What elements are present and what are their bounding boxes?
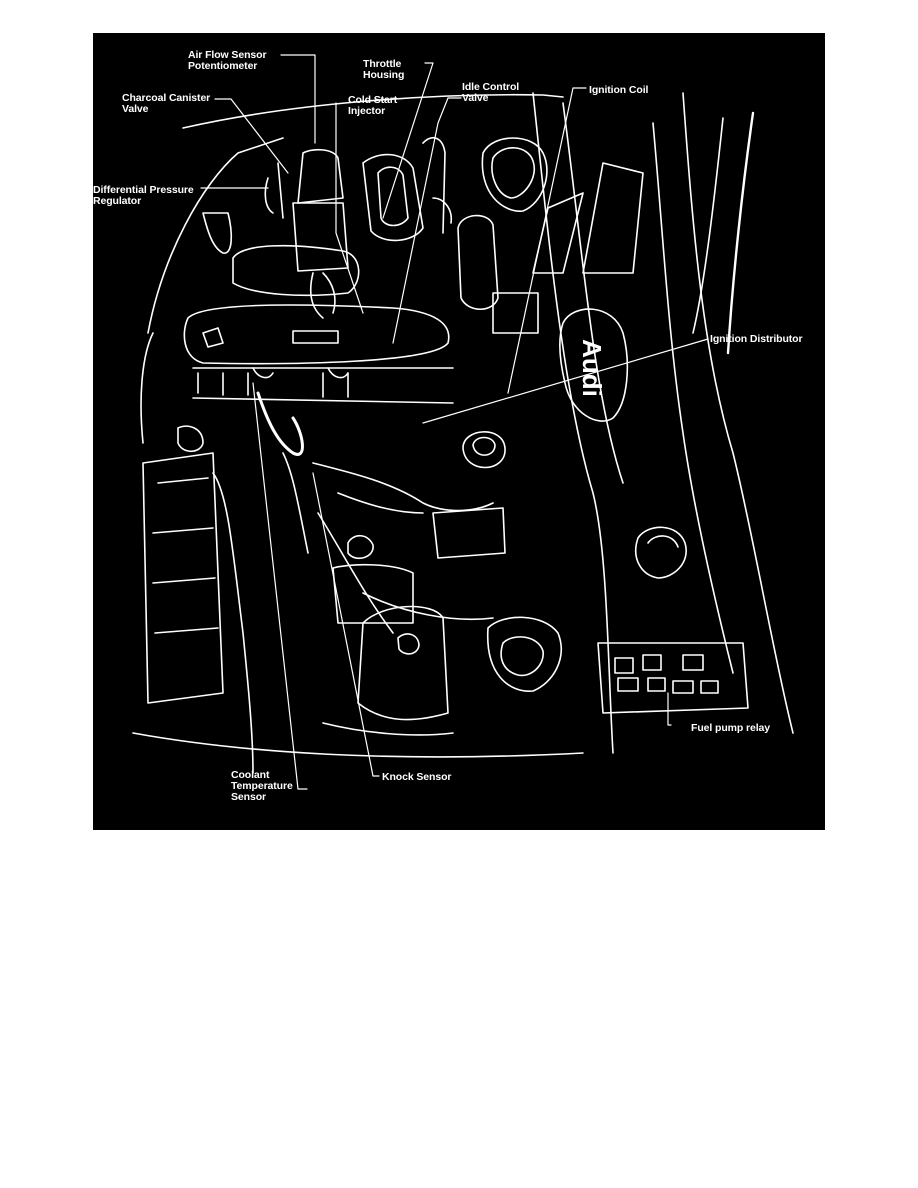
engine-compartment-diagram: Audi <box>93 33 825 830</box>
reservoir-cap <box>481 137 548 212</box>
hood-outline <box>182 93 564 129</box>
label-coolant-temperature-sensor: Coolant Temperature Sensor <box>231 769 293 803</box>
air-flow-box <box>292 202 349 272</box>
relay-panel <box>597 642 749 714</box>
audi-badge <box>559 308 629 422</box>
engine-drawing: Audi <box>132 54 794 790</box>
right-fender <box>682 92 794 734</box>
upper-hose <box>256 391 304 456</box>
audi-badge-text: Audi <box>577 339 607 397</box>
strut-tower <box>487 616 562 692</box>
label-charcoal-canister-valve: Charcoal Canister Valve <box>122 92 211 115</box>
label-knock-sensor: Knock Sensor <box>382 771 452 783</box>
label-throttle-housing: Throttle Housing <box>363 58 405 81</box>
label-cold-start-injector: Cold Start Injector <box>348 94 398 117</box>
valve-cover <box>183 304 450 365</box>
left-fender-inner <box>140 332 154 444</box>
air-intake-tube <box>232 244 360 297</box>
label-differential-pressure-regulator: Differential Pressure Regulator <box>93 184 194 207</box>
throttle-body <box>362 153 424 242</box>
washer-reservoir <box>357 605 449 721</box>
label-ignition-distributor: Ignition Distributor <box>710 333 803 345</box>
radiator <box>142 452 224 704</box>
leader-lines <box>200 54 709 790</box>
label-air-flow-sensor-potentiometer: Air Flow Sensor Potentiometer <box>188 49 267 72</box>
label-idle-control-valve: Idle Control Valve <box>462 81 520 104</box>
distributor-cap <box>462 431 506 469</box>
ignition-coil-body <box>457 214 499 311</box>
fill-cap <box>634 526 687 579</box>
left-fender <box>147 137 284 334</box>
label-fuel-pump-relay: Fuel pump relay <box>691 722 771 734</box>
label-ignition-coil: Ignition Coil <box>589 84 649 96</box>
